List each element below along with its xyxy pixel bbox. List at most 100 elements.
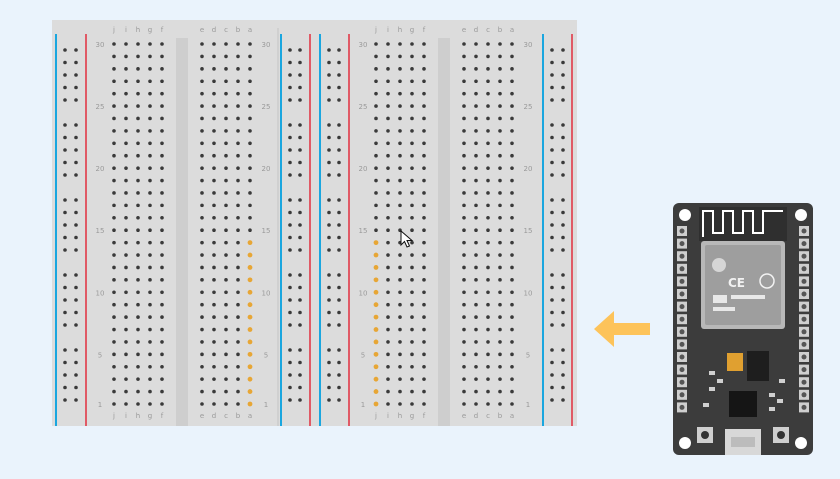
strip-hole [462, 141, 466, 146]
strip-hole [136, 141, 140, 146]
strip-hole [248, 166, 252, 170]
strip-hole [462, 191, 466, 195]
rail-hole [288, 273, 292, 277]
row-number-label: 10 [96, 289, 105, 297]
strip-hole [124, 54, 128, 59]
strip-hole [410, 104, 414, 108]
strip-hole [462, 116, 466, 121]
header-pin-hole [801, 266, 807, 272]
rail-hole [561, 60, 565, 65]
strip-hole [148, 178, 152, 183]
rail-hole [74, 135, 78, 140]
rail-hole [561, 385, 565, 390]
strip-hole [224, 228, 228, 233]
strip-hole [510, 389, 514, 394]
strip-hole [112, 302, 116, 307]
rail-hole [337, 360, 341, 365]
strip-hole [212, 54, 216, 59]
header-pin-hole [679, 341, 685, 347]
row-number-label: 5 [264, 351, 268, 359]
row-number-label: 15 [524, 227, 533, 235]
esp32-module[interactable]: CE [673, 203, 813, 455]
strip-hole [510, 215, 514, 220]
row-number-label: 15 [262, 227, 271, 235]
strip-hole [386, 402, 390, 406]
strip-hole [422, 116, 426, 121]
strip-hole [398, 290, 402, 295]
rail-hole [74, 398, 78, 402]
rail-hole [550, 48, 554, 52]
rail-hole [550, 223, 554, 227]
rail-hole [561, 223, 565, 227]
header-pin-hole [679, 316, 685, 322]
strip-hole [212, 215, 216, 220]
strip-hole [386, 116, 390, 121]
strip-hole [510, 191, 514, 195]
strip-hole [212, 129, 216, 133]
highlighted-hole [373, 376, 379, 382]
rail-hole [327, 160, 331, 165]
rail-hole [337, 298, 341, 302]
strip-hole [148, 203, 152, 208]
strip-hole [486, 302, 490, 307]
strip-hole [462, 240, 466, 245]
header-pin-hole [679, 278, 685, 284]
label-strip [731, 295, 765, 299]
strip-hole [386, 253, 390, 257]
strip-hole [474, 203, 478, 208]
strip-hole [148, 129, 152, 133]
strip-hole [224, 215, 228, 220]
strip-hole [124, 302, 128, 307]
strip-hole [160, 352, 164, 357]
strip-hole [474, 290, 478, 295]
strip-hole [112, 352, 116, 357]
strip-hole [422, 178, 426, 183]
rail-hole [74, 73, 78, 77]
breadboard-left[interactable] [52, 20, 278, 426]
strip-hole [148, 302, 152, 307]
strip-hole [148, 265, 152, 270]
strip-hole [136, 153, 140, 158]
rail-hole [288, 60, 292, 65]
strip-hole [386, 290, 390, 295]
strip-hole [148, 116, 152, 121]
row-number-label: 5 [98, 351, 102, 359]
strip-hole [398, 129, 402, 133]
strip-hole [212, 389, 216, 394]
strip-hole [486, 389, 490, 394]
strip-hole [236, 389, 240, 394]
strip-hole [510, 364, 514, 369]
highlighted-hole [373, 401, 379, 407]
rail-hole [63, 273, 67, 277]
strip-hole [224, 327, 228, 332]
highlighted-hole [373, 351, 379, 357]
strip-hole [136, 340, 140, 344]
rail-hole [63, 73, 67, 77]
strip-hole [498, 104, 502, 108]
strip-hole [224, 340, 228, 344]
strip-hole [248, 116, 252, 121]
strip-hole [410, 215, 414, 220]
strip-hole [462, 79, 466, 84]
strip-hole [498, 42, 502, 46]
strip-hole [148, 67, 152, 71]
strip-hole [498, 364, 502, 369]
strip-hole [200, 340, 204, 344]
strip-hole [410, 191, 414, 195]
rail-hole [63, 360, 67, 365]
strip-hole [112, 364, 116, 369]
strip-hole [236, 290, 240, 295]
rail-hole [74, 60, 78, 65]
row-number-label: 25 [359, 103, 368, 111]
rail-hole [327, 285, 331, 290]
rail-hole [561, 235, 565, 240]
strip-hole [160, 340, 164, 344]
strip-hole [124, 42, 128, 46]
strip-hole [510, 327, 514, 332]
center-channel [438, 38, 450, 426]
strip-hole [236, 278, 240, 282]
strip-hole [486, 352, 490, 357]
strip-hole [510, 178, 514, 183]
